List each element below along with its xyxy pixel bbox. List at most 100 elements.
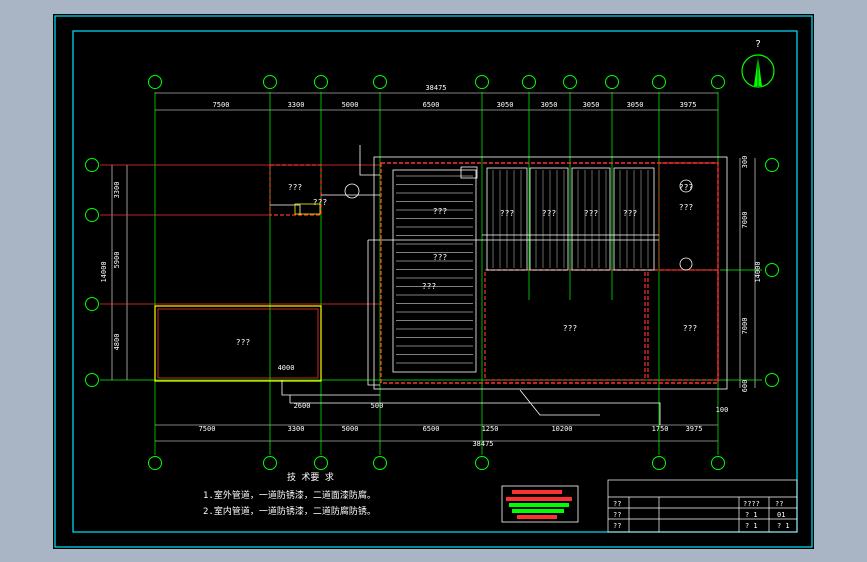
north-arrow-icon: [741, 54, 775, 88]
axis-bubble-right-0: [765, 158, 779, 172]
room-labels: ??? ??? ??? ??? ??? ??? ??? ??? ??? ??? …: [236, 183, 698, 347]
dim-small-3: 500: [371, 402, 384, 410]
dim-right-4: 600: [741, 380, 749, 393]
dim-top-3: 5000: [342, 101, 359, 109]
dim-top-total: 38475: [425, 84, 446, 92]
axis-bubble-top-4: [475, 75, 489, 89]
annotation-box: [501, 485, 579, 523]
dim-right-3: 7000: [741, 318, 749, 335]
axis-bubble-bottom-0: [148, 456, 162, 470]
axis-bubble-left-3: [85, 373, 99, 387]
tank-inner: [157, 308, 319, 379]
room-label-filter-3: ???: [584, 209, 599, 218]
stair-treads: [396, 175, 473, 364]
title-cell-4: ????: [743, 500, 760, 508]
drawing-background: [53, 14, 814, 549]
title-block: [607, 479, 798, 533]
stair-outline: [392, 169, 477, 373]
dim-left-3: 4800: [113, 334, 121, 351]
dim-top-9: 3975: [680, 101, 697, 109]
pump-room: [269, 164, 322, 216]
dim-top-7: 3050: [583, 101, 600, 109]
dim-top-2: 3300: [288, 101, 305, 109]
axis-bubble-top-7: [605, 75, 619, 89]
axis-bubble-left-2: [85, 297, 99, 311]
dim-bottom-6: 10200: [551, 425, 572, 433]
axis-bubble-right-1: [765, 263, 779, 277]
room-label-filter-1: ???: [500, 209, 515, 218]
pipes: [270, 145, 661, 425]
pump-circle: [344, 183, 360, 199]
title-cell-3: ??: [613, 522, 621, 530]
axis-bubble-bottom-3: [373, 456, 387, 470]
notes-title: 技 术要 求: [287, 471, 334, 483]
room-label-pump-2: ???: [313, 198, 328, 207]
dim-right-2: 7000: [741, 212, 749, 229]
dim-top-1: 7500: [213, 101, 230, 109]
tank-circle-top: [679, 179, 693, 193]
dim-bottom-1: 7500: [199, 425, 216, 433]
axis-bubble-bottom-4: [475, 456, 489, 470]
dimension-texts: 7500 3300 5000 6500 3050 3050 3050 3050 …: [100, 84, 762, 448]
dim-left-2: 5900: [113, 252, 121, 269]
note-1: 1.室外管道，一道防锈漆，二道面漆防腐。: [203, 489, 376, 501]
title-cell-1: ??: [613, 500, 621, 508]
axis-bubble-top-5: [522, 75, 536, 89]
axis-bubble-top-3: [373, 75, 387, 89]
room-label-pump: ???: [288, 183, 303, 192]
axis-bubble-top-2: [314, 75, 328, 89]
axis-bubble-top-9: [711, 75, 725, 89]
room-label-tank: ???: [236, 338, 251, 347]
filter-ribs: [492, 170, 649, 268]
dim-small-4: 100: [716, 406, 729, 414]
filter-tanks: [486, 167, 655, 271]
room-label-stair: ???: [422, 282, 437, 291]
room-label-control: ???: [683, 324, 698, 333]
tank-room-wall: [658, 162, 719, 271]
axis-bubble-bottom-6: [711, 456, 725, 470]
axis-extension-lines: [100, 164, 380, 305]
outer-frame: [54, 15, 813, 548]
dim-bottom-2: 3300: [288, 425, 305, 433]
inner-frame: [72, 30, 798, 533]
axis-bubble-top-8: [652, 75, 666, 89]
axis-bubble-left-0: [85, 158, 99, 172]
note-2: 2.室内管道，一道防锈漆，二道防腐防锈。: [203, 505, 376, 517]
title-block-texts: ?? ?? ?? ???? ?? ? 1 01 ? 1 ? 1: [613, 500, 790, 530]
room-label-stair-1: ???: [433, 207, 448, 216]
building-outline: [373, 156, 728, 390]
annotation-stamp: [506, 490, 572, 519]
dim-top-6: 3050: [541, 101, 558, 109]
room-label-tankroom-2: ???: [679, 183, 694, 192]
dim-bottom-4: 6500: [423, 425, 440, 433]
room-label-filter-4: ???: [623, 209, 638, 218]
dim-small-2: 4000: [278, 364, 295, 372]
axis-bubbles: [85, 75, 779, 470]
axis-bubble-bottom-2: [314, 456, 328, 470]
title-cell-6: ? 1: [745, 511, 758, 519]
axis-bubble-bottom-1: [263, 456, 277, 470]
title-cell-8: ? 1: [745, 522, 758, 530]
dim-bottom-total: 38475: [472, 440, 493, 448]
axis-bubble-bottom-5: [652, 456, 666, 470]
axis-bubble-top-1: [263, 75, 277, 89]
dim-bottom-7: 1750: [652, 425, 669, 433]
dim-top-5: 3050: [497, 101, 514, 109]
title-cell-7: 01: [777, 511, 785, 519]
dim-left-total: 14000: [100, 261, 108, 282]
room-label-tankroom: ???: [679, 203, 694, 212]
title-cell-2: ??: [613, 511, 621, 519]
dim-bottom-5: 1250: [482, 425, 499, 433]
tank-circle-bottom: [679, 257, 693, 271]
dim-top-8: 3050: [627, 101, 644, 109]
title-cell-5: ??: [775, 500, 783, 508]
dim-right-total: 14000: [754, 261, 762, 282]
axis-bubble-top-6: [563, 75, 577, 89]
axis-bubble-top-0: [148, 75, 162, 89]
pump-base: [294, 203, 321, 215]
dim-left-1: 3300: [113, 182, 121, 199]
title-cell-9: ? 1: [777, 522, 790, 530]
dimension-lines: [111, 92, 756, 442]
dim-small-1: 2600: [294, 402, 311, 410]
